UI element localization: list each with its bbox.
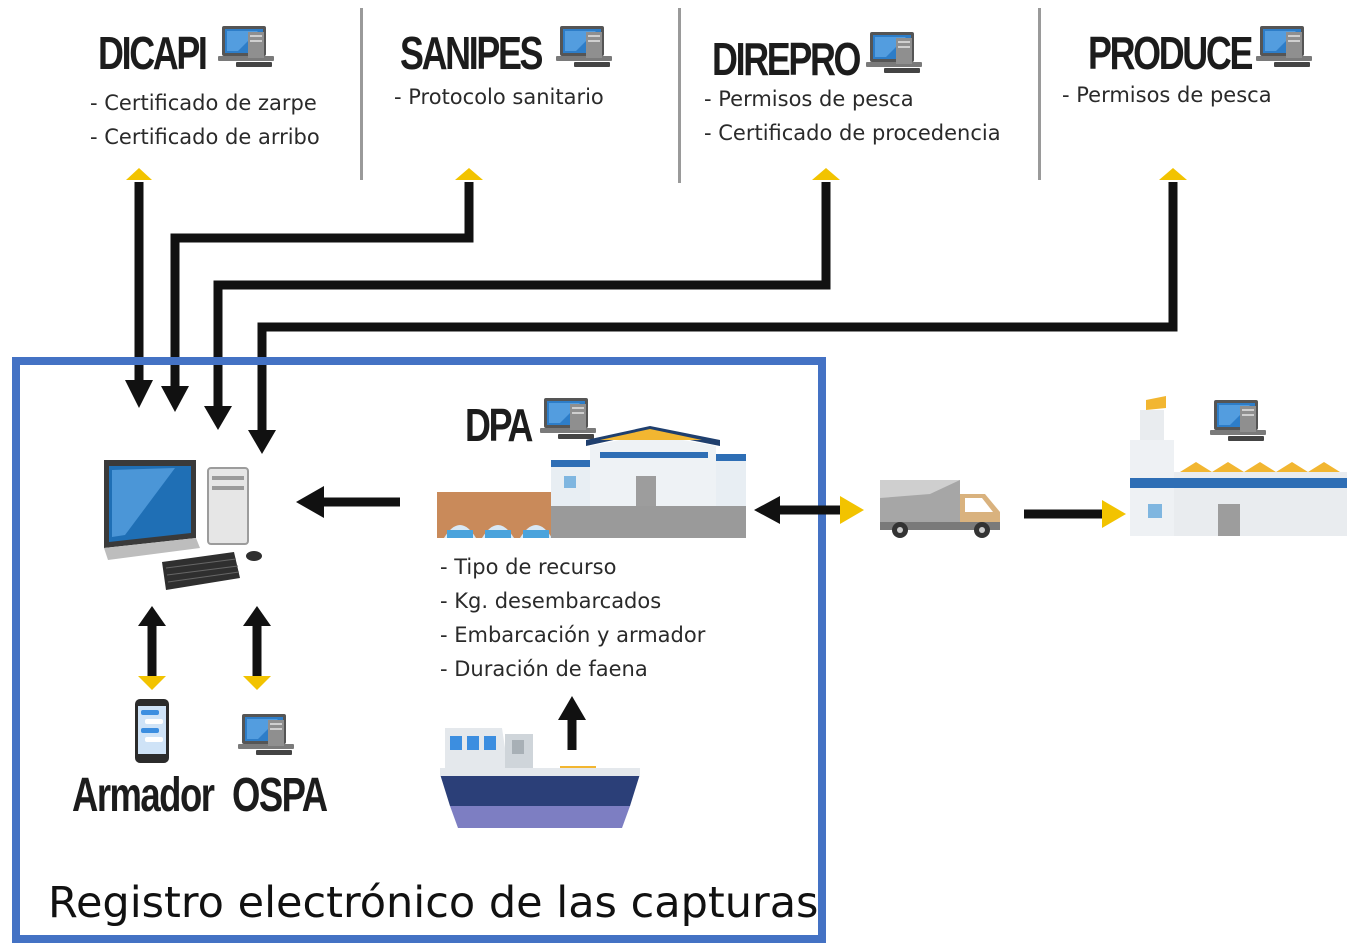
list-item: - Embarcación y armador: [440, 623, 706, 647]
list-item: - Protocolo sanitario: [394, 85, 604, 109]
capture-registry-frame: [12, 357, 826, 943]
truck-icon: [880, 480, 1000, 538]
agency-divider: [678, 8, 681, 183]
list-item: - Certificado de procedencia: [704, 121, 1001, 145]
frame-caption: Registro electrónico de las capturas: [48, 878, 819, 928]
smartphone-icon: [135, 699, 169, 763]
landing-facility-icon: [437, 426, 746, 538]
agency-produce: PRODUCE: [1088, 27, 1253, 79]
agency-dicapi: DICAPI: [98, 27, 208, 79]
arrowhead-icon: [243, 676, 271, 690]
list-item: - Permisos de pesca: [704, 87, 914, 111]
agency-dicapi-items: - Certificado de zarpe - Certificado de …: [90, 86, 320, 154]
arrowhead-icon: [1159, 168, 1187, 180]
arrowhead-icon: [296, 486, 324, 518]
agency-sanipes-items: - Protocolo sanitario: [394, 80, 604, 114]
processing-plant-icon: [1130, 396, 1347, 536]
agency-direpro-items: - Permisos de pesca - Certificado de pro…: [704, 82, 1001, 150]
laptop-icon: [556, 26, 612, 67]
laptop-icon: [540, 398, 596, 439]
laptop-icon: [238, 714, 294, 755]
list-item: - Duración de faena: [440, 657, 648, 681]
desktop-computer-icon: [104, 460, 262, 590]
laptop-icon: [866, 32, 922, 73]
agency-divider: [360, 8, 363, 180]
arrowhead-icon: [812, 168, 840, 180]
connector-arrowheads: [125, 380, 276, 454]
agency-sanipes: SANIPES: [400, 27, 543, 79]
ospa-label: OSPA: [232, 769, 328, 822]
arrowhead-icon: [138, 676, 166, 690]
laptop-icon: [1210, 400, 1266, 441]
armador-label: Armador: [72, 769, 215, 822]
arrowhead-icon: [455, 168, 483, 180]
agency-divider: [1038, 8, 1041, 180]
agency-produce-items: - Permisos de pesca: [1062, 78, 1272, 112]
laptop-icon: [1256, 26, 1312, 67]
arrowhead-icon: [840, 496, 864, 524]
list-item: - Kg. desembarcados: [440, 589, 662, 613]
list-item: - Certificado de arribo: [90, 125, 320, 149]
list-item: - Tipo de recurso: [440, 555, 617, 579]
dpa-items: - Tipo de recurso - Kg. desembarcados - …: [440, 550, 705, 686]
agency-direpro: DIREPRO: [712, 33, 861, 85]
agency-connectors: [134, 182, 1178, 432]
arrowhead-icon: [1102, 500, 1126, 528]
list-item: - Permisos de pesca: [1062, 83, 1272, 107]
laptop-icon: [218, 26, 274, 67]
arrowhead-icon: [126, 168, 152, 180]
dpa-label: DPA: [465, 399, 533, 451]
list-item: - Certificado de zarpe: [90, 91, 317, 115]
fishing-boat-icon: [440, 728, 640, 828]
